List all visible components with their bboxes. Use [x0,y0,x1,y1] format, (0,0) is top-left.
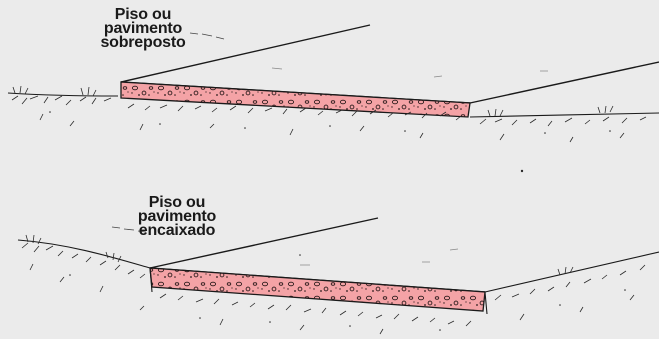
embedded-floor-label: Piso ou pavimento encaixado [112,196,242,238]
overlaid-floor-label: Piso ou pavimento sobreposto [78,8,208,50]
ground-line-bottom-right [485,252,659,292]
ground-line-top-left [8,93,118,96]
label-line: encaixado [112,224,242,238]
ground-line-top-right [470,113,659,117]
ground-line-bottom-left [18,240,150,268]
soil-dots-top [49,111,611,172]
label-line: sobreposto [78,36,208,50]
